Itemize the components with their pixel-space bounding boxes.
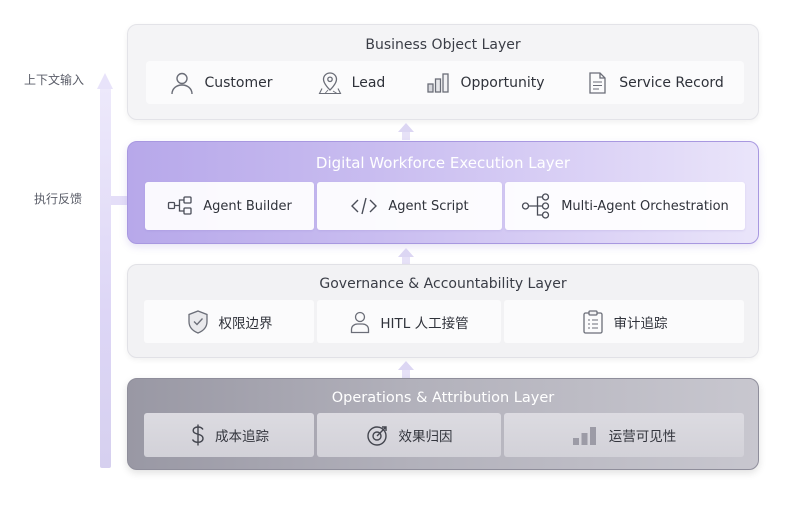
target-icon	[366, 423, 390, 447]
context-input-label: 上下文输入	[24, 73, 85, 87]
layer-title: Digital Workforce Execution Layer	[315, 154, 571, 172]
operations-item-cost-tracking[interactable]: 成本追踪	[144, 413, 314, 457]
user-icon	[169, 70, 195, 96]
flow-nodes-icon	[167, 195, 193, 217]
item-label: Service Record	[619, 74, 724, 91]
item-label: 效果归因	[398, 429, 453, 445]
shield-check-icon	[186, 309, 210, 335]
layer-items: Agent Builder Agent Script	[145, 182, 745, 230]
operations-item-operational-visibility[interactable]: 运营可见性	[504, 413, 744, 457]
dollar-icon	[189, 423, 207, 447]
layer-title: Governance & Accountability Layer	[319, 276, 567, 292]
bars-ascending-icon	[572, 424, 598, 446]
feedback-rail	[100, 88, 111, 468]
location-pin-icon	[317, 70, 343, 96]
layer-items: Customer Lead	[146, 61, 744, 104]
governance-item-hitl[interactable]: HITL 人工接管	[317, 300, 501, 343]
layer-items: 权限边界 HITL 人工接管	[144, 300, 744, 343]
item-label: Agent Builder	[203, 198, 292, 214]
feedback-branch	[111, 196, 127, 205]
execution-feedback-label: 执行反馈	[34, 192, 83, 206]
governance-item-permission-boundary[interactable]: 权限边界	[144, 300, 314, 343]
layer-items: 成本追踪 效果归因	[144, 413, 744, 457]
feedback-arrow-head	[97, 73, 113, 89]
bar-chart-icon	[425, 70, 451, 96]
business-item-customer[interactable]: Customer	[146, 61, 296, 104]
business-item-lead[interactable]: Lead	[296, 61, 406, 104]
item-label: 运营可见性	[608, 429, 677, 445]
business-item-opportunity[interactable]: Opportunity	[406, 61, 564, 104]
business-item-service-record[interactable]: Service Record	[564, 61, 744, 104]
layer-title: Business Object Layer	[365, 37, 521, 53]
governance-layer: Governance & Accountability Layer 权限边界	[127, 264, 759, 358]
item-label: 审计追踪	[613, 315, 668, 332]
item-label: Lead	[351, 74, 386, 91]
layer-connector	[397, 361, 415, 378]
business-object-layer: Business Object Layer Customer	[127, 24, 759, 120]
item-label: Agent Script	[388, 198, 469, 214]
item-label: Multi-Agent Orchestration	[561, 198, 729, 214]
operations-layer: Operations & Attribution Layer 成本追踪	[127, 378, 759, 470]
item-label: 成本追踪	[215, 429, 269, 445]
layer-connector	[397, 123, 415, 140]
item-label: Opportunity	[460, 74, 545, 91]
workforce-item-agent-script[interactable]: Agent Script	[317, 182, 502, 230]
document-icon	[584, 70, 610, 96]
workforce-item-agent-builder[interactable]: Agent Builder	[145, 182, 314, 230]
orchestration-icon	[521, 193, 551, 219]
layer-title: Operations & Attribution Layer	[331, 390, 555, 406]
operations-item-effect-attribution[interactable]: 效果归因	[317, 413, 501, 457]
code-icon	[350, 195, 378, 217]
workforce-item-multi-agent-orchestration[interactable]: Multi-Agent Orchestration	[505, 182, 745, 230]
item-label: Customer	[204, 74, 273, 91]
clipboard-icon	[581, 309, 605, 335]
governance-item-audit-trail[interactable]: 审计追踪	[504, 300, 744, 343]
layer-connector	[397, 248, 415, 265]
item-label: 权限边界	[218, 315, 273, 332]
person-icon	[349, 310, 371, 334]
digital-workforce-layer: Digital Workforce Execution Layer Agent …	[127, 141, 759, 244]
item-label: HITL 人工接管	[380, 315, 469, 332]
